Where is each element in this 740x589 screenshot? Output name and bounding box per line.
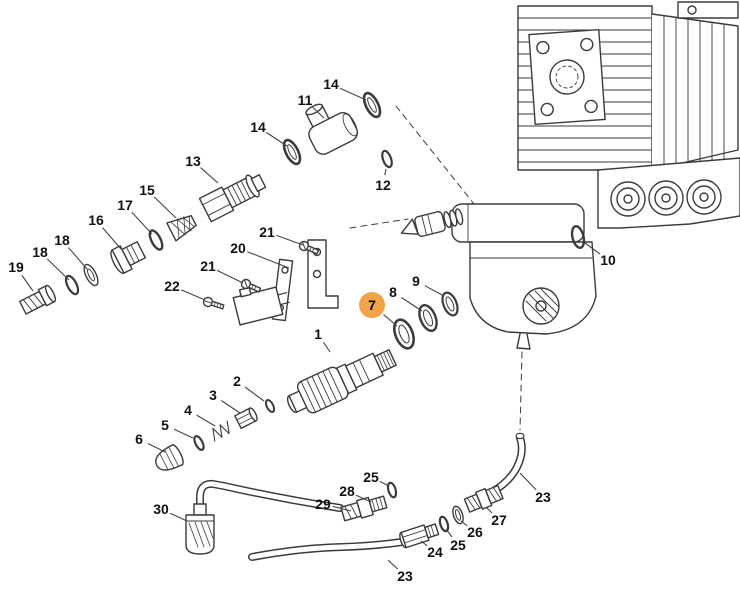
micro-switch xyxy=(232,286,290,326)
connector-27 xyxy=(463,484,504,513)
part-label-9[interactable]: 9 xyxy=(412,273,420,289)
washer-18a xyxy=(64,274,80,296)
screw-21a xyxy=(298,240,320,255)
part-label-30[interactable]: 30 xyxy=(153,501,169,517)
part-label-16[interactable]: 16 xyxy=(88,212,104,228)
o-ring-14b xyxy=(362,91,382,119)
part-label-11[interactable]: 11 xyxy=(297,92,313,108)
o-ring-12 xyxy=(381,149,393,169)
spring-4 xyxy=(212,420,230,442)
hose-23-right xyxy=(488,432,526,496)
valve-24 xyxy=(399,523,440,549)
part-label-2[interactable]: 2 xyxy=(233,373,241,389)
o-ring-8 xyxy=(418,303,438,333)
valve-piston xyxy=(400,208,464,237)
pump-flange-plate xyxy=(528,28,606,126)
part-label-25[interactable]: 25 xyxy=(450,537,466,553)
part-label-28[interactable]: 28 xyxy=(339,483,355,499)
hose-23-bottom xyxy=(248,538,406,561)
part-label-7[interactable]: 7 xyxy=(359,292,385,318)
part-label-23[interactable]: 23 xyxy=(535,489,551,505)
filter-30 xyxy=(185,503,215,555)
part-label-26[interactable]: 26 xyxy=(467,524,483,540)
part-label-29[interactable]: 29 xyxy=(315,496,331,512)
part-label-10[interactable]: 10 xyxy=(600,252,616,268)
part-label-18[interactable]: 18 xyxy=(54,232,70,248)
cap-6 xyxy=(155,444,184,471)
part-label-15[interactable]: 15 xyxy=(139,182,155,198)
plug-3 xyxy=(234,407,258,430)
o-ring-17 xyxy=(148,229,164,251)
part-label-12[interactable]: 12 xyxy=(375,177,391,193)
washer-18b xyxy=(83,263,99,287)
coupling-1 xyxy=(286,349,397,414)
part-label-18[interactable]: 18 xyxy=(32,244,48,260)
assembly-axis-lines xyxy=(349,105,523,431)
o-ring-14a xyxy=(282,138,302,166)
o-ring-7 xyxy=(393,318,415,350)
part-label-19[interactable]: 19 xyxy=(8,259,24,275)
o-ring-9 xyxy=(441,291,459,317)
o-ring-5 xyxy=(193,435,205,451)
part-label-23[interactable]: 23 xyxy=(397,568,413,584)
part-label-24[interactable]: 24 xyxy=(427,544,443,560)
fitting-19 xyxy=(18,284,57,315)
part-label-4[interactable]: 4 xyxy=(184,402,192,418)
part-label-17[interactable]: 17 xyxy=(117,197,133,213)
o-ring-25a xyxy=(386,481,398,499)
pump-valve-caps xyxy=(610,179,722,217)
part-label-22[interactable]: 22 xyxy=(164,278,180,294)
hose-suction xyxy=(196,479,344,516)
part-label-21[interactable]: 21 xyxy=(200,258,216,274)
part-label-27[interactable]: 27 xyxy=(491,512,507,528)
o-ring-25b xyxy=(438,515,450,533)
o-ring-2 xyxy=(264,399,276,413)
part-label-14[interactable]: 14 xyxy=(323,76,339,92)
fitting-13 xyxy=(198,174,267,223)
part-label-5[interactable]: 5 xyxy=(161,417,169,433)
part-label-6[interactable]: 6 xyxy=(135,431,143,447)
regulator-housing xyxy=(469,241,597,350)
part-label-8[interactable]: 8 xyxy=(389,284,397,300)
part-label-3[interactable]: 3 xyxy=(209,387,217,403)
part-label-21[interactable]: 21 xyxy=(259,224,275,240)
pump-assembly xyxy=(451,1,740,350)
strainer-15 xyxy=(166,214,197,242)
nut-16 xyxy=(110,241,147,275)
part-label-14[interactable]: 14 xyxy=(250,119,266,135)
screw-22 xyxy=(202,296,225,310)
part-label-13[interactable]: 13 xyxy=(185,153,201,169)
part-label-25[interactable]: 25 xyxy=(363,469,379,485)
o-ring-26 xyxy=(452,505,464,525)
part-label-20[interactable]: 20 xyxy=(230,240,246,256)
part-label-1[interactable]: 1 xyxy=(314,326,322,342)
